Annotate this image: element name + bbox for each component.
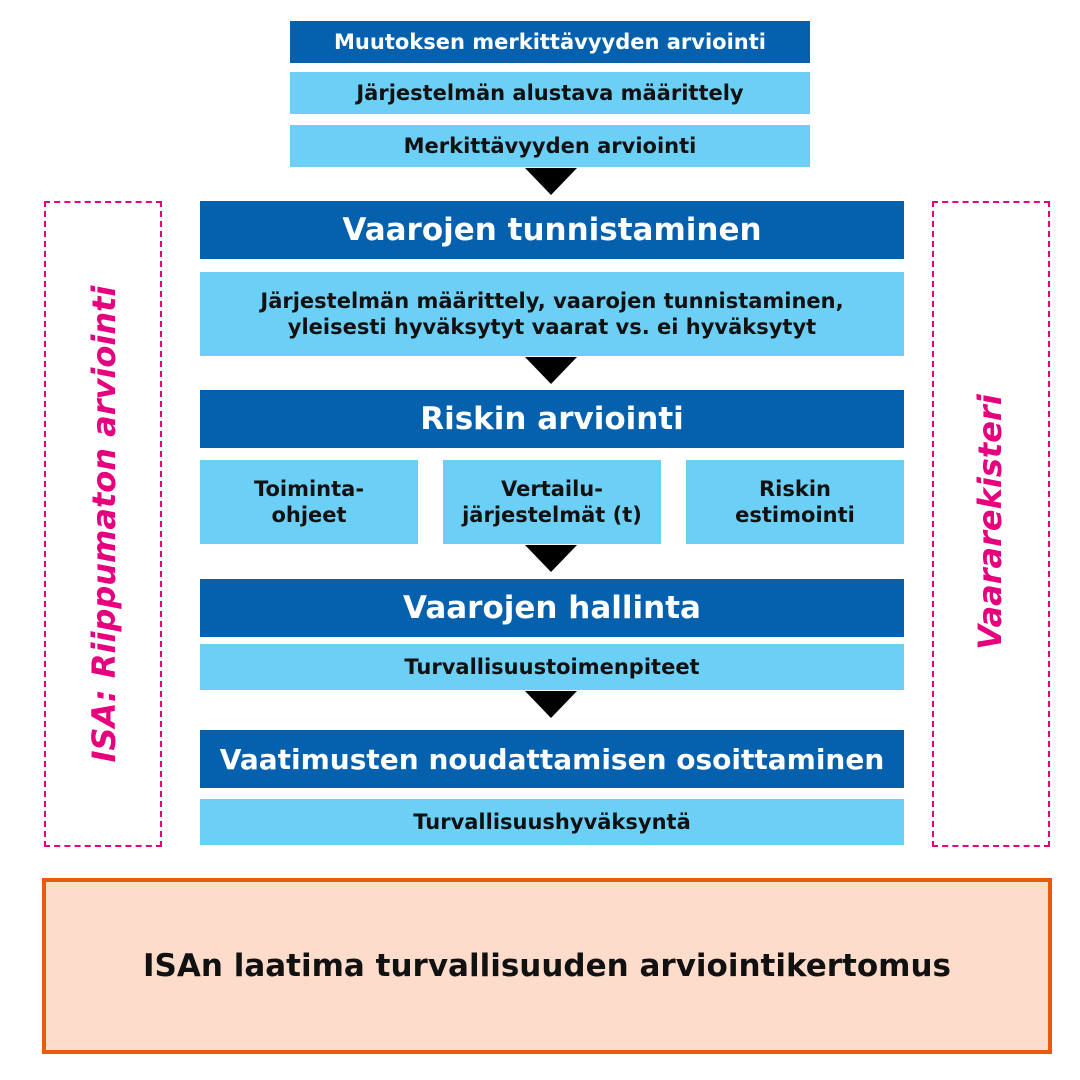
right-side-panel — [932, 201, 1050, 847]
right-side-label: Vaararekisteri — [971, 394, 1009, 650]
hazard-identification-description: Järjestelmän määrittely, vaarojen tunnis… — [260, 288, 844, 339]
risk-option-reference-systems: Vertailu- järjestelmät (t) — [443, 460, 661, 544]
hazard-control-description-box: Turvallisuustoimenpiteet — [200, 644, 904, 690]
safety-assessment-report-text: ISAn laatima turvallisuuden arviointiker… — [143, 948, 951, 984]
significance-assessment-box: Merkittävyyden arviointi — [290, 125, 810, 167]
hazard-identification-description-box: Järjestelmän määrittely, vaarojen tunnis… — [200, 272, 904, 356]
preliminary-definition-box: Järjestelmän alustava määrittely — [290, 72, 810, 114]
hazard-control-title: Vaarojen hallinta — [200, 579, 904, 637]
risk-option-operating-instructions-text: Toiminta- ohjeet — [253, 476, 365, 527]
significance-title: Muutoksen merkittävyyden arviointi — [290, 21, 810, 63]
hazard-identification-title-text: Vaarojen tunnistaminen — [342, 212, 762, 248]
significance-title-text: Muutoksen merkittävyyden arviointi — [334, 30, 766, 54]
arrow-2 — [525, 357, 577, 384]
compliance-title: Vaatimusten noudattamisen osoittaminen — [200, 730, 904, 788]
compliance-description-box: Turvallisuushyväksyntä — [200, 799, 904, 845]
preliminary-definition-text: Järjestelmän alustava määrittely — [356, 81, 744, 105]
safety-assessment-report: ISAn laatima turvallisuuden arviointiker… — [42, 878, 1052, 1054]
left-side-label: ISA: Riippumaton arviointi — [85, 285, 123, 763]
hazard-identification-title: Vaarojen tunnistaminen — [200, 201, 904, 259]
arrow-4 — [525, 691, 577, 718]
risk-option-operating-instructions: Toiminta- ohjeet — [200, 460, 418, 544]
left-side-panel — [44, 201, 162, 847]
hazard-control-description: Turvallisuustoimenpiteet — [404, 655, 700, 679]
compliance-description: Turvallisuushyväksyntä — [413, 810, 691, 834]
risk-option-reference-systems-text: Vertailu- järjestelmät (t) — [462, 476, 642, 527]
risk-option-risk-estimation: Riskin estimointi — [686, 460, 904, 544]
risk-assessment-title-text: Riskin arviointi — [420, 401, 684, 437]
risk-option-risk-estimation-text: Riskin estimointi — [735, 476, 855, 527]
hazard-control-title-text: Vaarojen hallinta — [403, 590, 701, 626]
significance-assessment-text: Merkittävyyden arviointi — [403, 134, 697, 158]
risk-assessment-title: Riskin arviointi — [200, 390, 904, 448]
arrow-1 — [525, 168, 577, 195]
arrow-3 — [525, 545, 577, 572]
compliance-title-text: Vaatimusten noudattamisen osoittaminen — [219, 742, 885, 776]
